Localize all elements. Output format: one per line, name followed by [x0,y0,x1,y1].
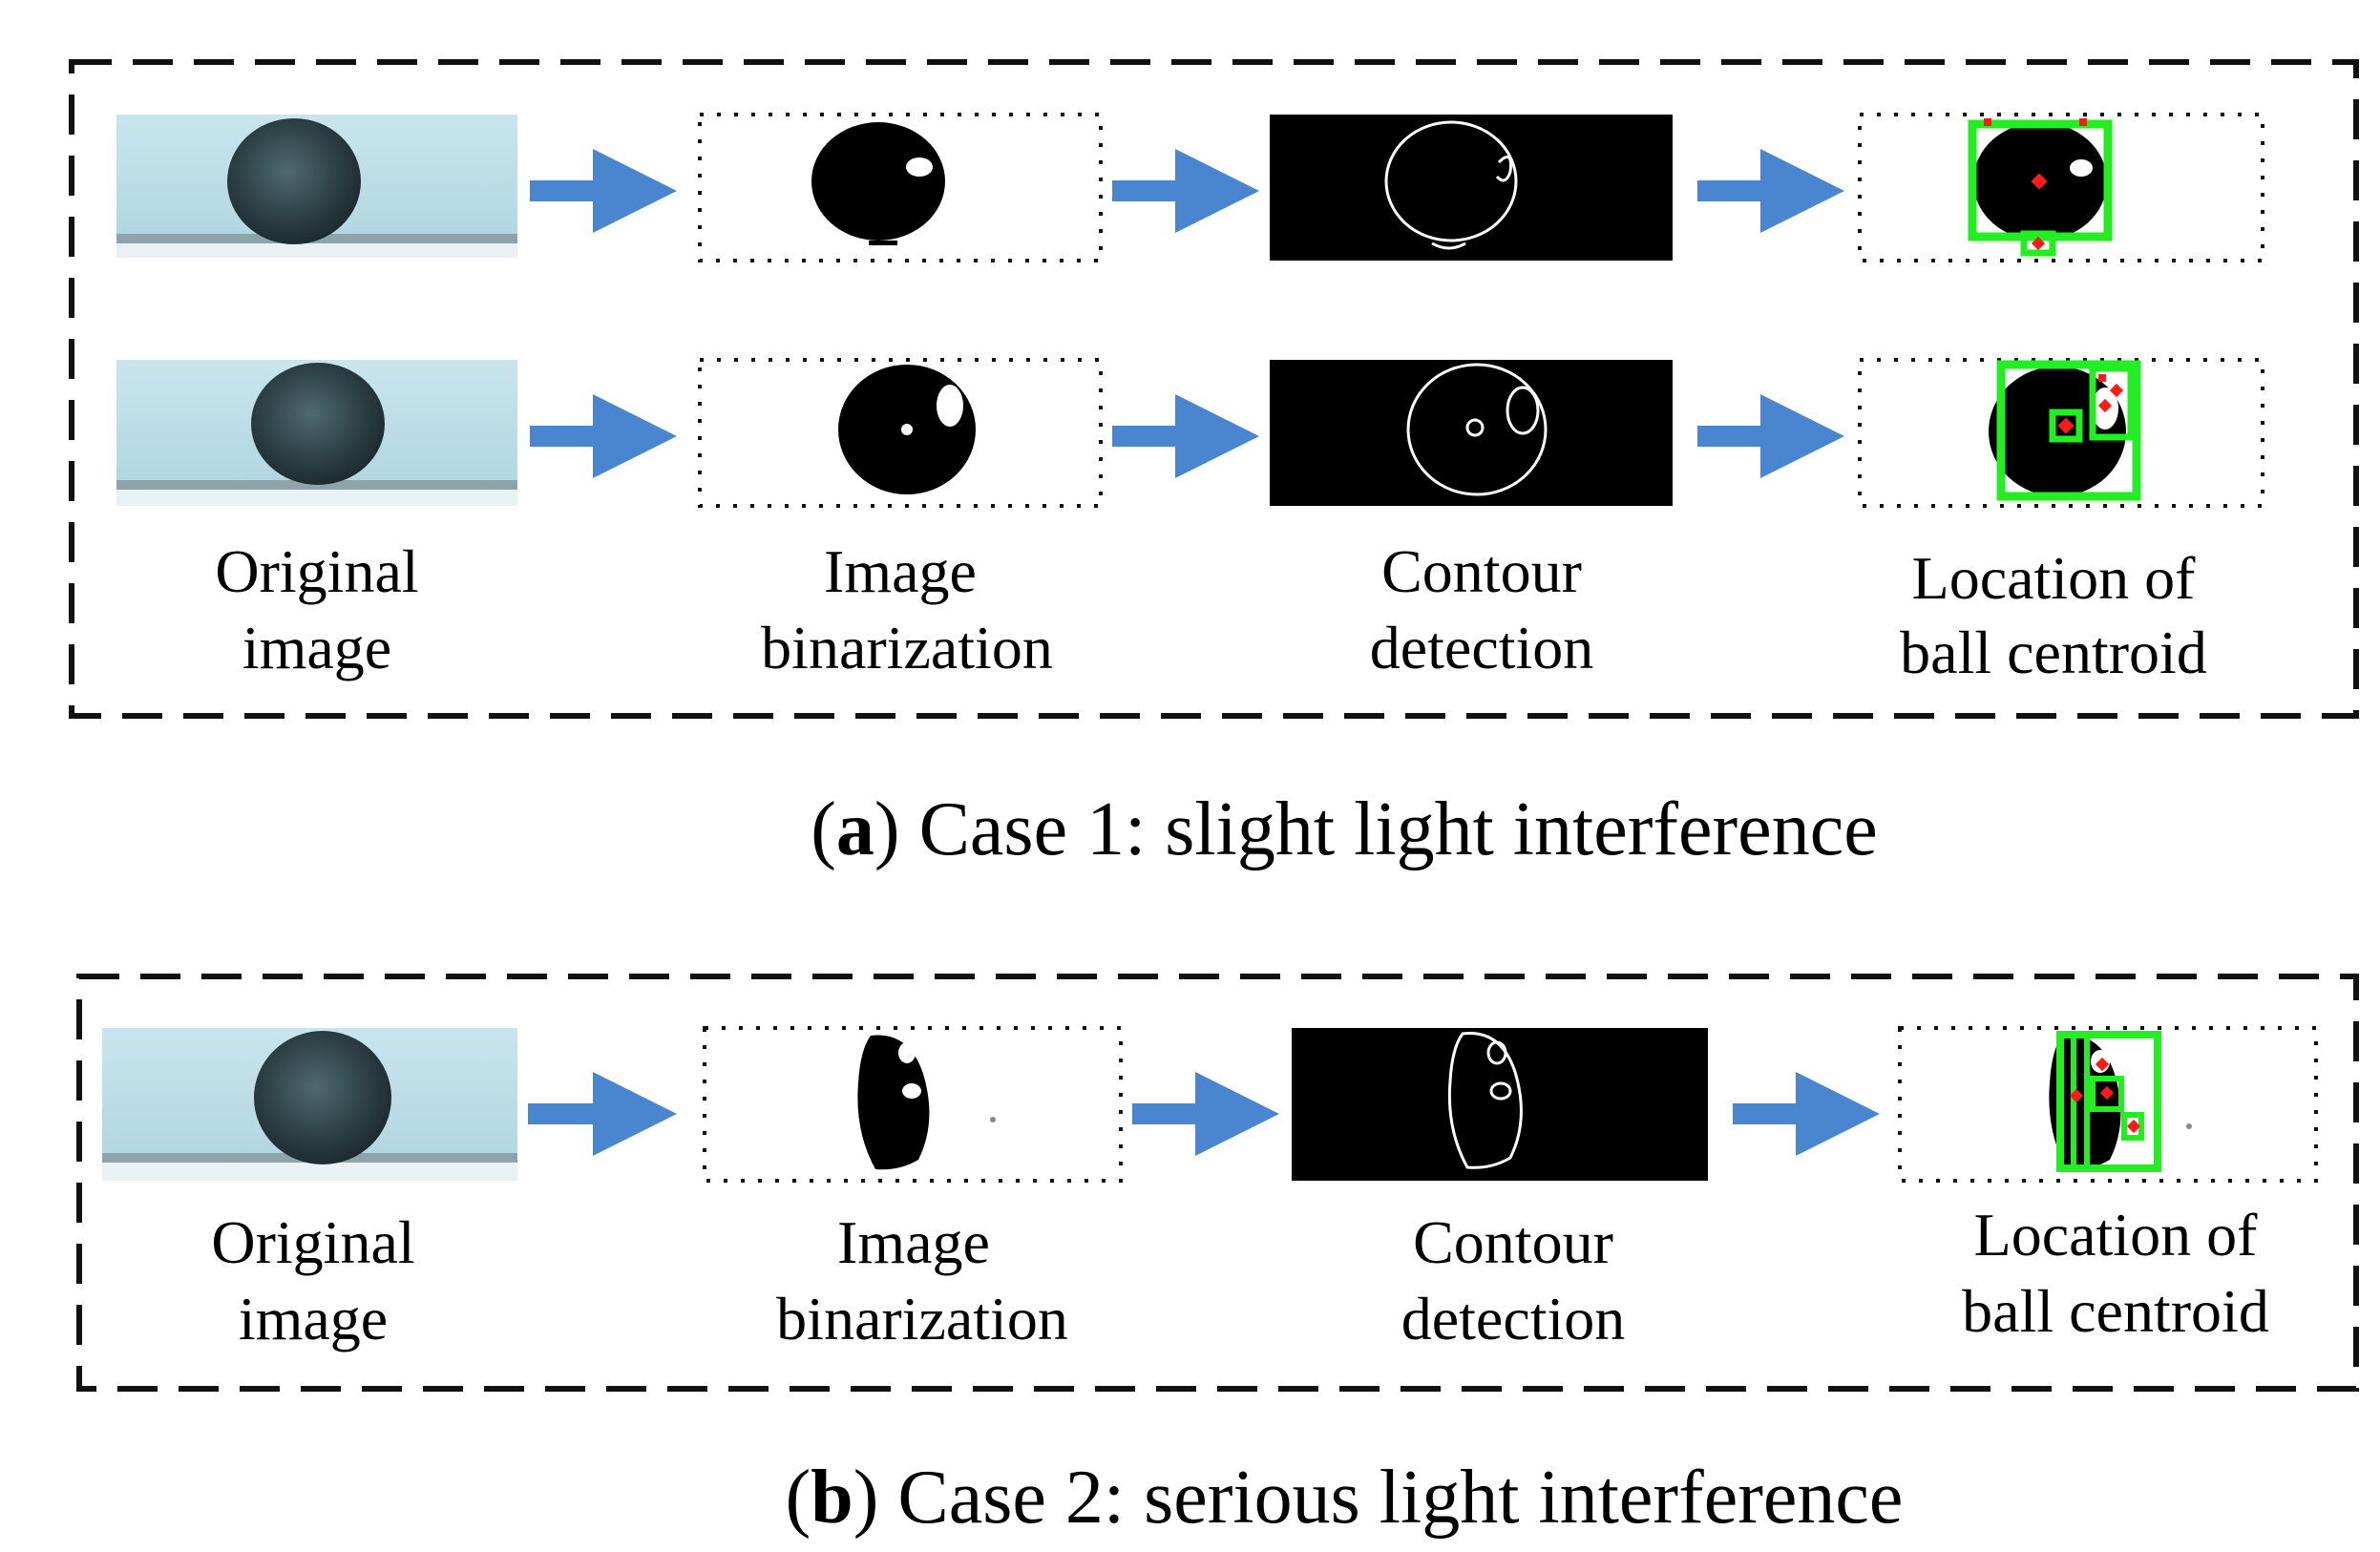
label-location-line2: ball centroid [1900,619,2207,686]
label-contour-line1: Contour [1381,537,1582,605]
original-image [116,360,517,506]
label-original-line2: image [242,614,391,682]
label-binarization-line2: binarization [761,614,1053,682]
label-binarization-line1: Image [824,537,977,605]
label-location-line1: Location of [1974,1201,2258,1269]
label-original-line2: image [239,1285,388,1353]
centroid-marker [2079,118,2087,126]
panel-a-row-2 [116,358,2264,508]
label-binarization-line2: binarization [776,1285,1068,1353]
panel-a-row-1 [116,113,2264,262]
centroid-marker [2098,374,2106,382]
panel-b: Original image Image binarization Contou… [76,974,2359,1392]
label-binarization-line1: Image [837,1208,990,1276]
caption-a: (a) Case 1: slight light interference [811,787,1877,871]
detection-box [2071,1032,2090,1171]
label-location-line2: ball centroid [1962,1277,2269,1345]
panel-b-border [76,974,2359,1392]
original-image [102,1028,517,1181]
label-original-line1: Original [215,537,418,605]
label-contour-line1: Contour [1413,1208,1613,1276]
location-image [1858,358,2264,508]
binarization-image [703,1026,1123,1183]
detection-box [2089,365,2135,441]
detection-box [2090,1076,2124,1112]
detection-box [1996,360,2141,501]
location-image [1858,113,2264,262]
contour-image [1270,360,1673,506]
binarization-image [698,113,1103,262]
detection-box [2121,1112,2144,1141]
centroid-marker [1984,118,1991,126]
location-image [1898,1026,2318,1183]
binarization-image [698,358,1103,508]
label-contour-line2: detection [1370,614,1594,682]
detection-box [2049,409,2083,443]
label-original-line1: Original [211,1208,414,1276]
detection-box [2056,1031,2161,1172]
panel-a: Original image Image binarization Contou… [69,59,2359,719]
contour-image [1292,1028,1708,1181]
contour-image [1270,115,1673,261]
caption-b: (b) Case 2: serious light interference [786,1456,1904,1540]
detection-box [2020,230,2056,257]
label-location-line1: Location of [1912,544,2196,612]
original-image [116,115,517,258]
label-contour-line2: detection [1401,1285,1626,1353]
